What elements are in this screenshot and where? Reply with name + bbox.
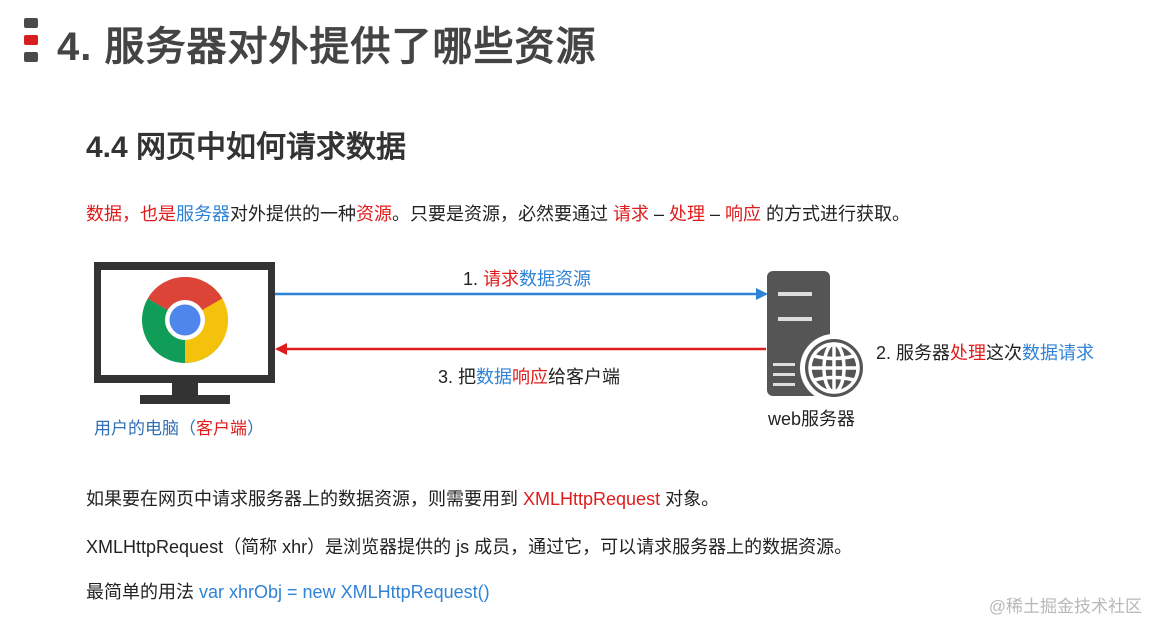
page-title: 4. 服务器对外提供了哪些资源: [57, 25, 597, 69]
chrome-icon: [142, 276, 229, 363]
title-marker: [24, 18, 38, 64]
globe-icon: [800, 334, 868, 402]
code-snippet: var xhrObj = new XMLHttpRequest(): [199, 582, 490, 602]
request-label: 1. 请求数据资源: [463, 269, 592, 289]
section-title: 4.4 网页中如何请求数据: [86, 131, 407, 164]
watermark: @稀土掘金技术社区: [988, 597, 1142, 616]
process-label: 2. 服务器处理这次数据请求: [876, 343, 1095, 363]
server-label: web服务器: [768, 409, 856, 429]
paragraph-xhr-usage: 最简单的用法 var xhrObj = new XMLHttpRequest(): [86, 582, 490, 602]
client-label: 用户的电脑（客户端）: [94, 419, 264, 438]
paragraph-xhr-description: XMLHttpRequest（简称 xhr）是浏览器提供的 js 成员，通过它，…: [86, 537, 853, 557]
response-label: 3. 把数据响应给客户端: [438, 367, 621, 387]
paragraph-xhr-intro: 如果要在网页中请求服务器上的数据资源，则需要用到 XMLHttpRequest …: [86, 489, 720, 509]
intro-text: 数据，也是服务器对外提供的一种资源。只要是资源，必然要通过 请求 – 处理 – …: [86, 204, 911, 224]
